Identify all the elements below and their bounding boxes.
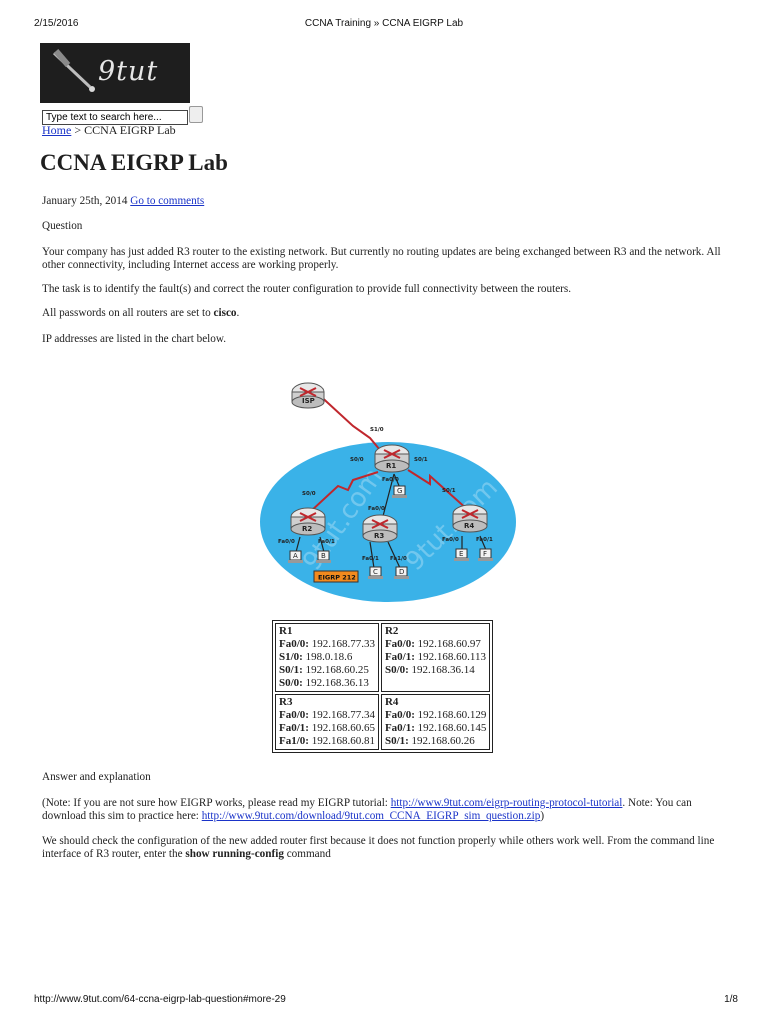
- passwords-suffix: .: [236, 307, 240, 319]
- svg-text:F: F: [483, 550, 487, 558]
- label-r1-fa00: Fa0/0: [382, 477, 399, 483]
- svg-text:G: G: [397, 487, 402, 495]
- label-r4-s01: S0/1: [442, 488, 456, 494]
- router-r4: R4: [452, 504, 488, 533]
- answer-label: Answer and explanation: [42, 771, 151, 783]
- router-name: R2: [384, 625, 399, 637]
- site-logo[interactable]: 9tut: [40, 43, 190, 103]
- question-paragraph-3: All passwords on all routers are set to …: [42, 307, 732, 320]
- svg-text:ISP: ISP: [302, 397, 315, 405]
- svg-text:R3: R3: [374, 532, 384, 540]
- explanation-paragraph: We should check the configuration of the…: [42, 835, 715, 860]
- label-r3-fa01: Fa0/1: [362, 556, 379, 562]
- svg-text:EIGRP 212: EIGRP 212: [318, 574, 356, 582]
- label-r2-s00: S0/0: [302, 491, 316, 497]
- host-a: A: [288, 550, 303, 563]
- eigrp-tutorial-link[interactable]: http://www.9tut.com/eigrp-routing-protoc…: [390, 797, 623, 809]
- passwords-text: All passwords on all routers are set to: [42, 307, 214, 319]
- question-paragraph-1: Your company has just added R3 router to…: [42, 246, 721, 271]
- label-r2-fa01: Fa0/1: [318, 539, 335, 545]
- label-isp-s10: S1/0: [370, 427, 384, 433]
- page-title: CCNA EIGRP Lab: [40, 150, 228, 175]
- ip-cell-r4: R4 Fa0/0: 192.168.60.129 Fa0/1: 192.168.…: [380, 694, 491, 750]
- label-r3-fa10: Fa1/0: [390, 556, 407, 562]
- label-r1-s00: S0/0: [350, 457, 364, 463]
- link-r1-r2: [309, 471, 379, 513]
- network-topology-diagram: 9tut.com 9tut.com 9tut.com ISP R1 R2: [258, 382, 516, 602]
- router-r1: R1: [374, 444, 410, 473]
- go-to-comments-link[interactable]: Go to comments: [130, 195, 205, 207]
- svg-text:E: E: [459, 550, 463, 558]
- host-f: F: [478, 548, 493, 561]
- tutorial-note: (Note: If you are not sure how EIGRP wor…: [42, 797, 692, 822]
- ip-address-table: R1 Fa0/0: 192.168.77.33 S1/0: 198.0.18.6…: [272, 620, 494, 753]
- quill-pen-icon: [52, 49, 95, 92]
- svg-text:R2: R2: [302, 525, 312, 533]
- eigrp-as-label: EIGRP 212: [313, 570, 359, 583]
- ip-cell-r1: R1 Fa0/0: 192.168.77.33 S1/0: 198.0.18.6…: [275, 623, 379, 692]
- host-e: E: [454, 548, 469, 561]
- host-b: B: [316, 550, 331, 563]
- svg-text:C: C: [373, 568, 378, 576]
- question-paragraph-4: IP addresses are listed in the chart bel…: [42, 333, 227, 345]
- ip-cell-r3: R3 Fa0/0: 192.168.77.34 Fa0/1: 192.168.6…: [275, 694, 379, 750]
- breadcrumb-current: CCNA EIGRP Lab: [84, 123, 176, 137]
- question-paragraph-2: The task is to identify the fault(s) and…: [42, 283, 572, 295]
- svg-text:A: A: [293, 552, 298, 560]
- page-url: http://www.9tut.com/64-ccna-eigrp-lab-qu…: [34, 994, 286, 1005]
- host-g: G: [392, 485, 407, 498]
- search-bar: [42, 106, 203, 125]
- router-r3: R3: [362, 514, 398, 543]
- host-c: C: [368, 566, 383, 579]
- post-meta: January 25th, 2014 Go to comments: [42, 195, 732, 208]
- svg-text:B: B: [321, 552, 326, 560]
- breadcrumb: Home > CCNA EIGRP Lab: [42, 123, 176, 138]
- print-date: 2/15/2016: [34, 18, 79, 29]
- svg-text:D: D: [399, 568, 404, 576]
- router-name: R4: [384, 696, 399, 708]
- svg-text:R4: R4: [464, 522, 474, 530]
- question-label: Question: [42, 220, 83, 232]
- router-isp: ISP: [291, 382, 325, 409]
- print-title: CCNA Training » CCNA EIGRP Lab: [304, 18, 464, 29]
- host-d: D: [394, 566, 409, 579]
- post-date: January 25th, 2014: [42, 195, 128, 207]
- link-isp-r1: [315, 391, 381, 451]
- svg-text:R1: R1: [386, 462, 396, 470]
- breadcrumb-separator: >: [74, 123, 82, 137]
- logo-text: 9tut: [98, 56, 159, 87]
- router-r2: R2: [290, 507, 326, 536]
- ip-cell-r2: R2 Fa0/0: 192.168.60.97 Fa0/1: 192.168.6…: [380, 623, 491, 692]
- label-r1-s01: S0/1: [414, 457, 428, 463]
- breadcrumb-home-link[interactable]: Home: [42, 123, 72, 137]
- sim-download-link[interactable]: http://www.9tut.com/download/9tut.com_CC…: [201, 810, 541, 822]
- link-r1-r4: [407, 469, 469, 511]
- label-r4-fa01: Fa0/1: [476, 537, 493, 543]
- router-name: R1: [279, 625, 293, 637]
- page-number: 1/8: [724, 994, 738, 1005]
- command-text: show running-config: [185, 848, 284, 860]
- label-r3-fa00: Fa0/0: [368, 506, 385, 512]
- link-r1-r3: [381, 473, 395, 521]
- password-value: cisco: [213, 307, 237, 319]
- search-button[interactable]: [189, 106, 203, 123]
- label-r4-fa00: Fa0/0: [442, 537, 459, 543]
- label-r2-fa00: Fa0/0: [278, 539, 295, 545]
- router-name: R3: [279, 696, 293, 708]
- search-input[interactable]: [42, 110, 188, 125]
